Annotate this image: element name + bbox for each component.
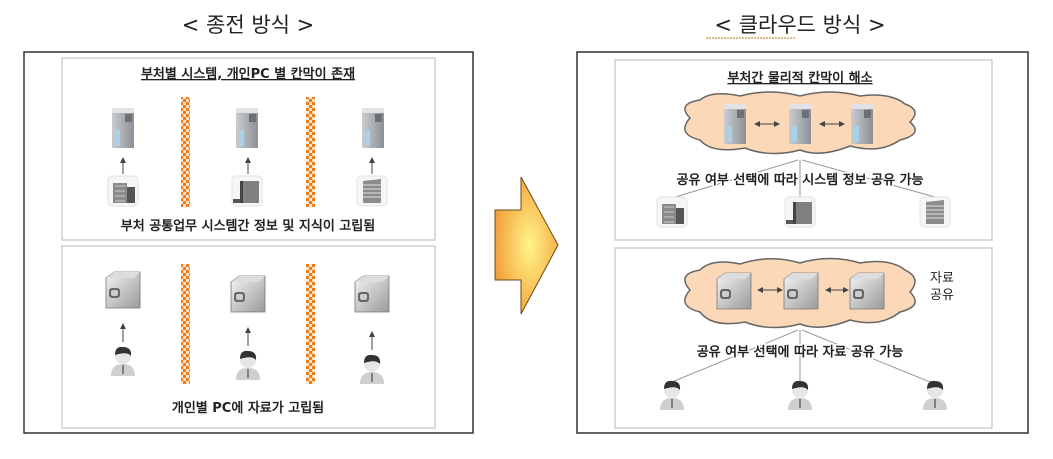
barrier: [306, 264, 315, 384]
computer-icon: [105, 271, 141, 309]
cloud-label-line1: 자료: [930, 271, 954, 286]
right-title: < 클라우드 방식 >: [714, 13, 885, 37]
server-icon: [112, 108, 134, 148]
building-icon: [356, 175, 388, 207]
left-top-subtitle: 부처별 시스템, 개인PC 별 칸막이 존재: [141, 66, 355, 82]
right-bottom-panel: 자료 공유 공유 여부 선택에 따라 자료 공유 가능: [614, 247, 993, 429]
computer-icon: [849, 272, 885, 310]
computer-icon: [716, 272, 752, 310]
server-icon: [724, 104, 746, 144]
server-icon: [236, 108, 258, 148]
cloud-label-line2: 공유: [930, 288, 954, 303]
left-title: < 종전 방식 >: [182, 13, 315, 37]
building-icon: [231, 175, 263, 207]
left-top-caption: 부처 공통업무 시스템간 정보 및 지식이 고립됨: [121, 218, 375, 234]
barrier: [181, 97, 190, 207]
left-top-panel: 부처별 시스템, 개인PC 별 칸막이 존재 부처 공통업무 시스템간 정보 및…: [61, 57, 436, 241]
right-top-caption: 공유 여부 선택에 따라 시스템 정보 공유 가능: [677, 172, 924, 188]
left-bottom-panel: 개인별 PC에 자료가 고립됨: [61, 245, 436, 429]
building-icon: [656, 196, 688, 228]
computer-icon: [230, 275, 266, 313]
right-top-panel: 부처간 물리적 칸막이 해소 공유 여부 선택에 따라 시스템 정보 공유 가능: [614, 59, 993, 241]
barrier: [306, 97, 315, 207]
transition-arrow-icon: [494, 176, 559, 315]
right-title-underlined: 클라우드: [739, 13, 816, 37]
building-icon: [784, 196, 816, 228]
right-top-subtitle: 부처간 물리적 칸막이 해소: [727, 70, 872, 86]
building-icon: [107, 175, 139, 207]
barrier: [181, 264, 190, 384]
right-bottom-caption: 공유 여부 선택에 따라 자료 공유 가능: [697, 344, 904, 360]
computer-icon: [354, 275, 390, 313]
server-icon: [362, 108, 384, 148]
computer-icon: [783, 272, 819, 310]
building-icon: [919, 196, 951, 228]
server-icon: [789, 104, 811, 144]
left-bottom-caption: 개인별 PC에 자료가 고립됨: [172, 400, 324, 416]
server-icon: [851, 104, 873, 144]
